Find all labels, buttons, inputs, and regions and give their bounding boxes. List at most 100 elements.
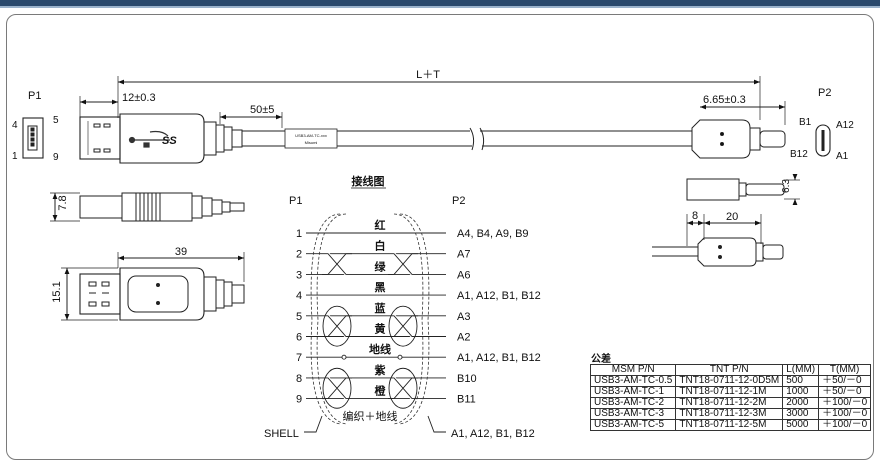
- p1-pin-9: 9: [53, 152, 59, 163]
- cell: TNT18-0711-12-1M: [675, 386, 784, 398]
- wiring-lines: [306, 232, 446, 409]
- cell: ＋100/－0: [818, 419, 872, 431]
- p2-pin-b12: B12: [790, 149, 808, 160]
- cable-label-line2: Misumi: [305, 140, 318, 145]
- wiring-left-header: P1: [289, 195, 302, 207]
- p2-label: P2: [818, 87, 831, 99]
- tolerance-table: MSM P/N TNT P/N L(MM) T(MM) USB3-AM-TC-0…: [589, 364, 872, 431]
- p1-pin-5: 5: [53, 115, 59, 126]
- cell: ＋100/－0: [818, 408, 872, 420]
- dim-c-d2-label: 20: [726, 211, 738, 223]
- cell: USB3-AM-TC-3: [589, 408, 677, 420]
- p1-pin-4: 4: [12, 120, 18, 131]
- twisted-pair-cross: [322, 377, 352, 400]
- cell: TNT18-0711-12-2M: [675, 397, 784, 409]
- dim-plug-length-label: 39: [175, 246, 187, 258]
- wiring-dest-label: A1, A12, B1, B12: [457, 352, 541, 364]
- drain-junction: [397, 354, 403, 360]
- c-plug-top-view: [652, 214, 784, 267]
- cell: ＋50/－0: [818, 375, 872, 387]
- dim-right-label: 6.65±0.3: [703, 94, 746, 106]
- tolerance-title: 公差: [591, 354, 611, 365]
- wiring-pin-label: 2: [296, 249, 302, 261]
- cable-label-line1: USB3-AM-TC-xxx: [295, 133, 327, 138]
- usb-ss-logo: [128, 130, 170, 148]
- wiring-dest-label: B10: [457, 373, 477, 385]
- wiring-dest-label: A2: [457, 332, 470, 344]
- wiring-pin-label: 1: [296, 228, 302, 240]
- cell: 3000: [782, 408, 820, 420]
- cell: ＋100/－0: [818, 397, 872, 409]
- tolerance-header-row: MSM P/N TNT P/N L(MM) T(MM): [589, 364, 872, 376]
- wiring-color-label: 紫: [375, 363, 386, 377]
- shell-label: SHELL: [264, 428, 299, 440]
- drawing-frame: [6, 14, 874, 460]
- cell: 5000: [782, 419, 820, 431]
- p1-label: P1: [28, 90, 41, 102]
- p2-end-view: [815, 124, 831, 157]
- shell-color-label: 编织＋地线: [343, 409, 398, 423]
- plug-top-view: [50, 192, 245, 222]
- wiring-color-label: 地线: [369, 342, 391, 356]
- shell-lines: [304, 415, 446, 433]
- wiring-dest-label: B11: [457, 394, 476, 406]
- wiring-color-label: 白: [375, 239, 386, 253]
- shield-ellipse: [388, 305, 418, 347]
- cell: USB3-AM-TC-0.5: [589, 375, 677, 387]
- twisted-pair-cross: [322, 253, 352, 275]
- wiring-pin-label: 6: [296, 332, 302, 344]
- cell: USB3-AM-TC-2: [589, 397, 677, 409]
- wiring-color-label: 橙: [375, 384, 387, 398]
- wiring-color-label: 蓝: [375, 301, 386, 315]
- dim-c-d1-label: 8: [692, 210, 698, 222]
- twisted-pair-cross: [388, 377, 418, 400]
- cell: ＋50/－0: [818, 386, 872, 398]
- wiring-pin-label: 7: [296, 352, 302, 364]
- header-t: T(MM): [818, 364, 872, 376]
- drain-junction: [341, 354, 347, 360]
- wiring-color-label: 黄: [375, 322, 386, 336]
- shield-ellipse: [322, 305, 352, 347]
- wiring-color-label: 绿: [375, 259, 387, 273]
- wiring-pin-label: 4: [296, 290, 302, 302]
- wiring-dest-label: A3: [457, 311, 470, 323]
- p2-pin-a1: A1: [836, 151, 849, 162]
- cell: TNT18-0711-12-3M: [675, 408, 784, 420]
- ss-logo-text: SS: [162, 135, 177, 147]
- wiring-dest-label: A1, A12, B1, B12: [457, 290, 541, 302]
- dim-plug-height-label: 7.8: [57, 195, 69, 210]
- wiring-dest-label: A4, B4, A9, B9: [457, 228, 529, 240]
- p2-pin-a12: A12: [836, 120, 854, 131]
- cell: TNT18-0711-12-5M: [675, 419, 784, 431]
- dim-plug-width-label: 15.1: [51, 281, 63, 302]
- wiring-color-label: 黑: [375, 281, 386, 294]
- dim-left-label: 12±0.3: [122, 92, 156, 104]
- p1-end-view: [22, 117, 44, 159]
- title-bar-accent: [0, 6, 880, 8]
- cell: USB3-AM-TC-1: [589, 386, 677, 398]
- header-tnt: TNT P/N: [675, 364, 784, 376]
- shield-ellipse: [388, 367, 418, 409]
- cell: 500: [782, 375, 820, 387]
- dim-mid-label: 50±5: [250, 104, 274, 116]
- braid-shield: [310, 213, 430, 425]
- cell: 2000: [782, 397, 820, 409]
- header-msm: MSM P/N: [589, 364, 677, 376]
- wiring-pin-label: 3: [296, 269, 302, 281]
- p1-pin-1: 1: [12, 151, 18, 162]
- shell-dest-label: A1, A12, B1, B12: [451, 428, 535, 440]
- cell: TNT18-0711-12-0D5M: [675, 375, 784, 387]
- p2-pin-b1: B1: [799, 117, 812, 128]
- shield-ellipse: [322, 367, 352, 409]
- twisted-pair-cross: [388, 315, 418, 337]
- wiring-right-header: P2: [452, 195, 465, 207]
- dim-total-label: L＋T: [416, 69, 440, 81]
- wiring-pin-label: 8: [296, 373, 302, 385]
- twisted-pair-cross: [322, 315, 352, 337]
